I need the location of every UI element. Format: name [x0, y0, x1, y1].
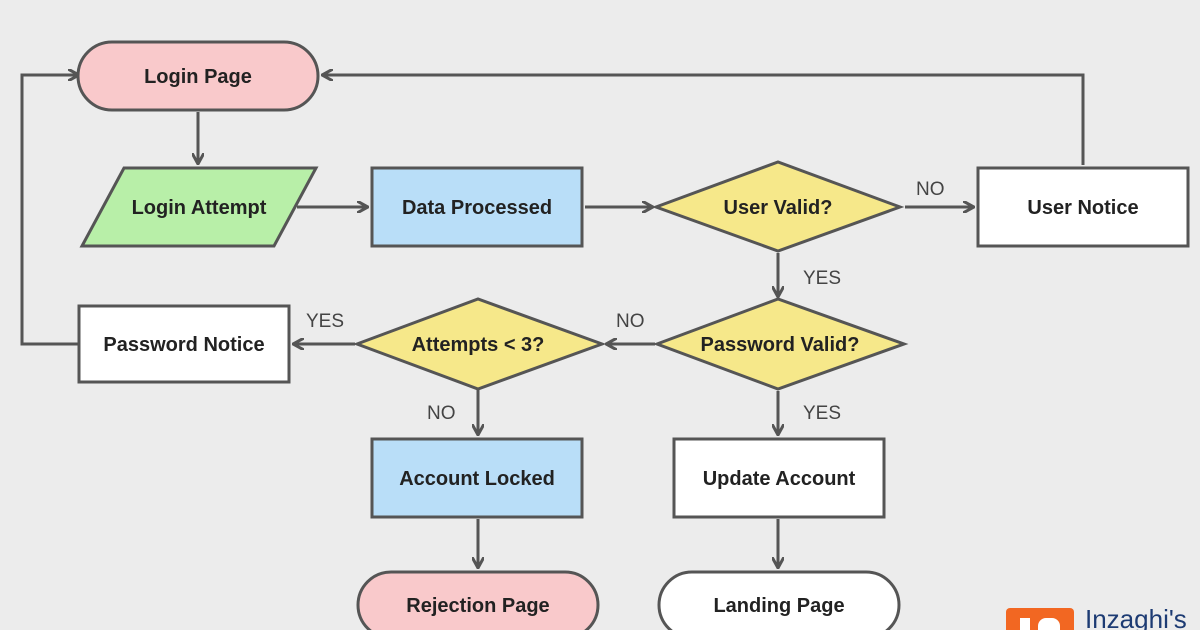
watermark: Inzaghi's — [1006, 604, 1187, 630]
node-attempts-shape — [352, 297, 607, 391]
watermark-text: Inzaghi's — [1085, 604, 1187, 630]
watermark-logo-mark — [1020, 618, 1030, 630]
node-account-locked: Account Locked — [370, 437, 584, 519]
node-rejection-page-shape — [356, 570, 600, 630]
node-rejection-page-label: Rejection Page — [406, 595, 549, 617]
node-account-locked-label: Account Locked — [399, 468, 555, 490]
node-login-attempt-label: Login Attempt — [132, 197, 267, 219]
node-attempts-label: Attempts < 3? — [412, 334, 545, 356]
node-update-account-shape — [672, 437, 886, 519]
node-login-page-shape — [76, 40, 320, 112]
edge-label-passwordvalid-yes: YES — [803, 403, 841, 424]
watermark-logo-mark-b — [1038, 618, 1060, 630]
node-user-valid: User Valid? — [651, 160, 905, 253]
edge-label-attempts-yes: YES — [306, 311, 344, 332]
node-login-page: Login Page — [76, 40, 320, 112]
node-user-notice-shape — [976, 166, 1190, 248]
node-password-valid-shape — [652, 297, 909, 391]
node-login-attempt: Login Attempt — [79, 166, 319, 248]
node-attempts: Attempts < 3? — [352, 297, 607, 391]
node-password-valid: Password Valid? — [652, 297, 909, 391]
node-account-locked-shape — [370, 437, 584, 519]
node-update-account: Update Account — [672, 437, 886, 519]
node-data-processed-shape — [370, 166, 584, 248]
connector-passwordnotice-to-loginpage — [20, 75, 78, 346]
node-landing-page-shape — [657, 570, 901, 630]
node-landing-page: Landing Page — [657, 570, 901, 630]
node-login-page-label: Login Page — [144, 66, 252, 88]
edge-label-attempts-no: NO — [427, 403, 456, 424]
node-data-processed-label: Data Processed — [402, 197, 552, 219]
node-user-notice: User Notice — [976, 166, 1190, 248]
node-user-valid-label: User Valid? — [724, 197, 833, 219]
node-password-notice-label: Password Notice — [103, 334, 264, 356]
node-landing-page-label: Landing Page — [713, 595, 844, 617]
edge-labels: NO YES NO YES YES NO — [306, 179, 945, 424]
edge-label-uservalid-yes: YES — [803, 268, 841, 289]
node-password-notice: Password Notice — [77, 304, 291, 384]
connectors — [20, 75, 1085, 567]
edge-label-uservalid-no: NO — [916, 179, 945, 200]
node-user-notice-label: User Notice — [1027, 197, 1138, 219]
node-user-valid-shape — [651, 160, 905, 253]
node-update-account-label: Update Account — [703, 468, 856, 490]
edge-label-passwordvalid-no: NO — [616, 311, 645, 332]
node-login-attempt-shape — [79, 166, 319, 248]
node-rejection-page: Rejection Page — [356, 570, 600, 630]
node-password-notice-shape — [77, 304, 291, 384]
node-password-valid-label: Password Valid? — [701, 334, 860, 356]
node-data-processed: Data Processed — [370, 166, 584, 248]
connector-usernotice-to-loginpage — [323, 75, 1085, 165]
